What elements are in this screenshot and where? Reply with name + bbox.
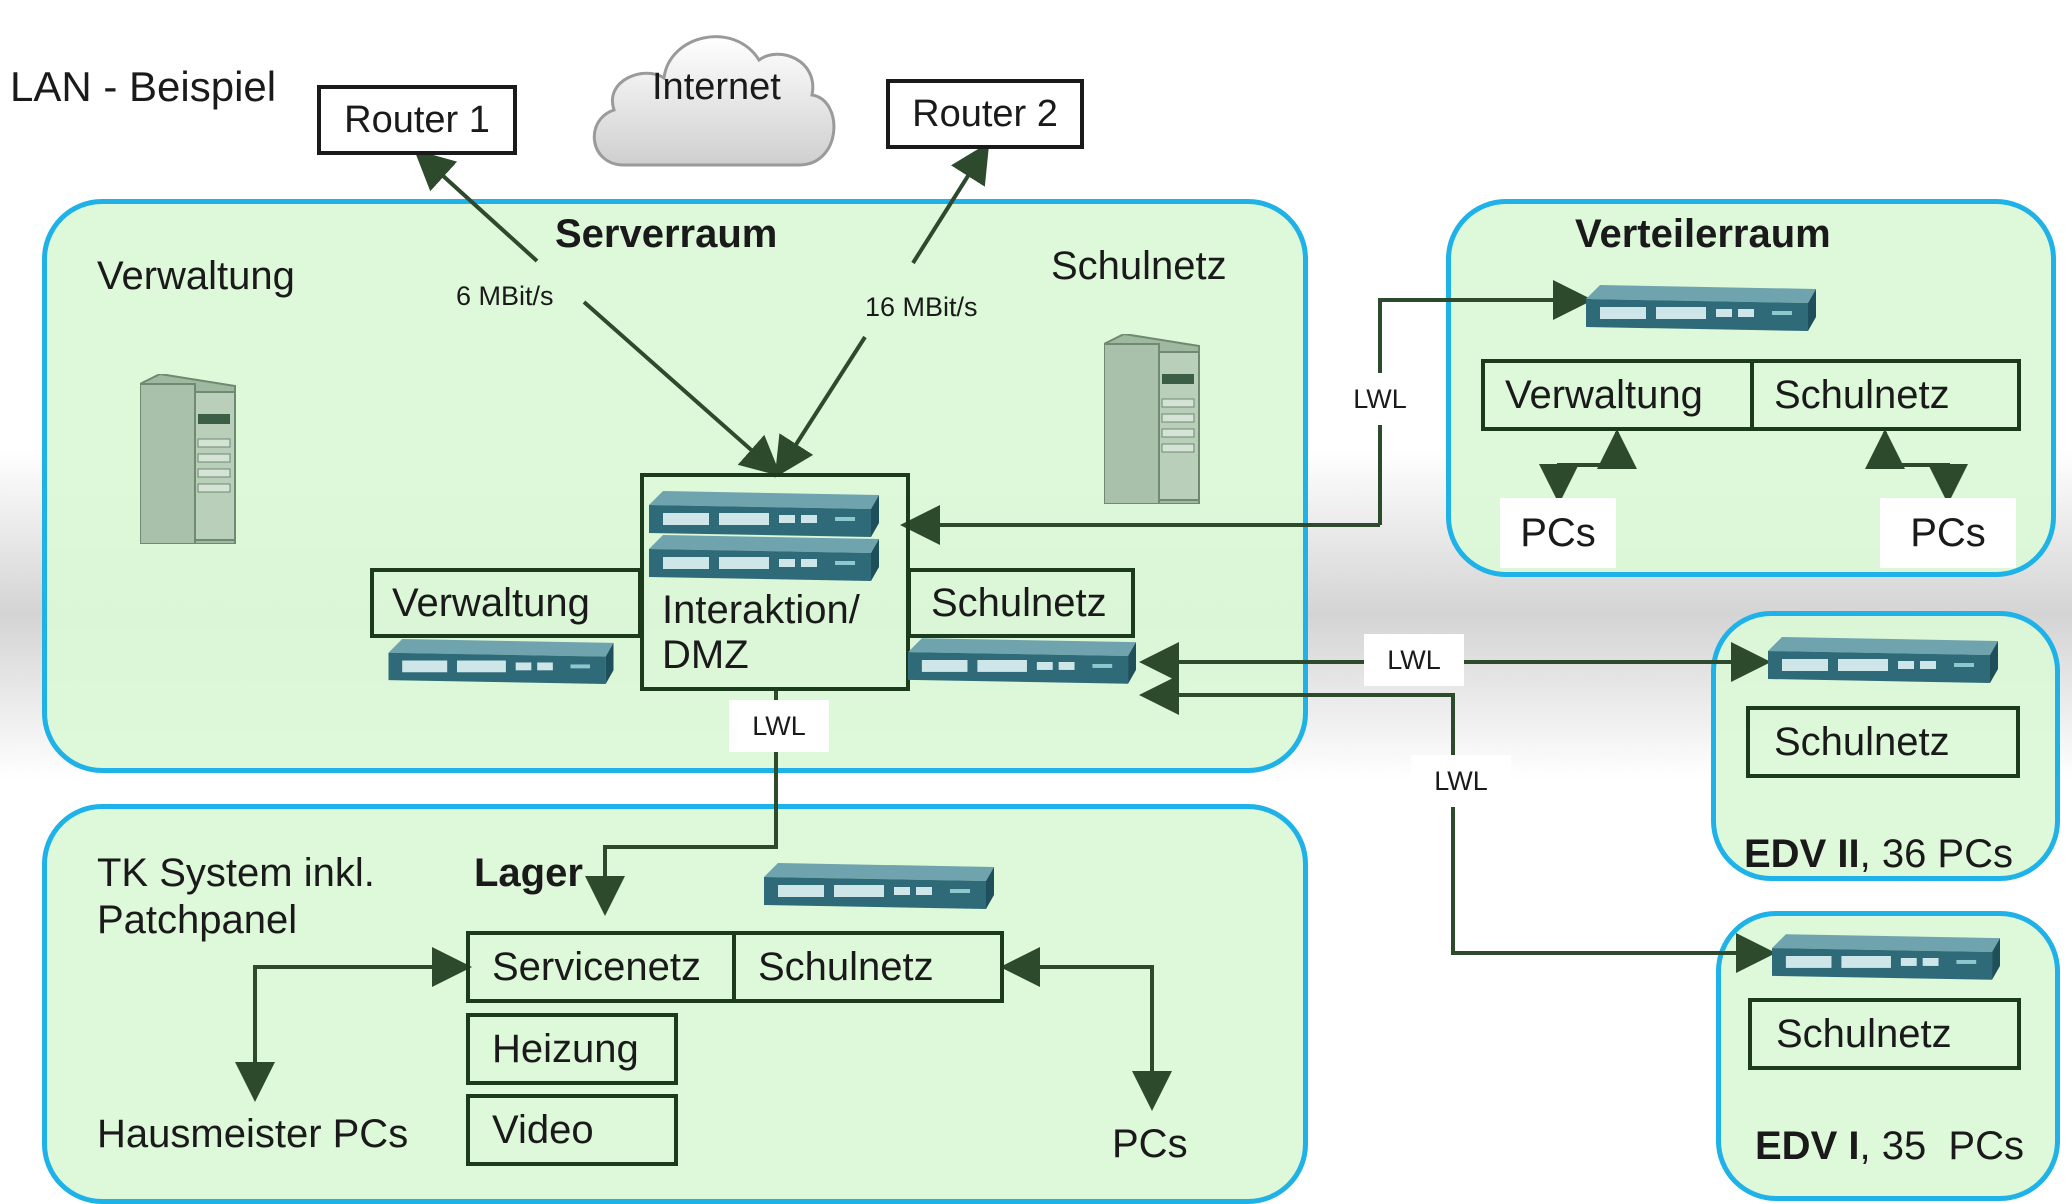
- heizung-box: Heizung: [466, 1013, 678, 1085]
- core-label-line2: DMZ: [662, 633, 749, 677]
- router1-speed: 6 MBit/s: [456, 281, 554, 311]
- network-switch-icon: [1586, 285, 1816, 331]
- edv2-name: EDV II: [1744, 832, 1860, 876]
- fiber-label-lager: LWL: [729, 700, 829, 752]
- edv1-caption: EDV I, 35 PCs: [1755, 1126, 2024, 1166]
- router-2-box: Router 2: [886, 79, 1084, 149]
- verteilerraum-title: Verteilerraum: [1575, 212, 1831, 256]
- lager-fiber-link: [585, 690, 778, 916]
- server-tower-icon: [1104, 334, 1200, 504]
- lager-title: Lager: [474, 851, 583, 895]
- server-tower-icon: [140, 374, 236, 544]
- tk-system-line1: TK System inkl.: [97, 851, 375, 895]
- router2-link-b: [774, 335, 867, 478]
- network-switch-icon: [764, 863, 994, 909]
- router2-link-a: [911, 142, 990, 265]
- router-1-box: Router 1: [317, 85, 517, 155]
- lager-vlan-servicenetz: Servicenetz: [466, 931, 736, 1003]
- network-switch-icon: [388, 639, 614, 684]
- network-switch-icon: [908, 638, 1136, 684]
- page-heading: LAN - Beispiel: [10, 63, 277, 110]
- network-switch-icon: [649, 535, 879, 581]
- vlan-verwaltung-box: Verwaltung: [370, 568, 642, 638]
- fiber-label-edv2: LWL: [1364, 634, 1464, 686]
- router2-speed: 16 MBit/s: [865, 292, 978, 322]
- network-switch-icon: [1768, 637, 1998, 683]
- hausmeister-link: [253, 947, 472, 1092]
- hausmeister-pcs-label: Hausmeister PCs: [97, 1112, 409, 1156]
- verteiler-pcs-right: PCs: [1880, 498, 2016, 568]
- serverraum-schulnetz-label: Schulnetz: [1051, 244, 1227, 288]
- edv1-vlan-schulnetz: Schulnetz: [1748, 998, 2021, 1070]
- lager-vlan-schulnetz: Schulnetz: [732, 931, 1004, 1003]
- fiber-label-verteiler: LWL: [1340, 373, 1420, 425]
- verteiler-pcs-left-link: [1539, 432, 1619, 504]
- router1-link-b: [582, 300, 781, 477]
- edv1-name: EDV I: [1755, 1124, 1860, 1168]
- tk-system-line2: Patchpanel: [97, 898, 298, 942]
- network-switch-icon: [649, 491, 879, 537]
- serverraum-verwaltung-label: Verwaltung: [97, 254, 295, 298]
- edv2-vlan-schulnetz: Schulnetz: [1746, 706, 2020, 778]
- router1-link-a: [414, 149, 539, 263]
- serverraum-title: Serverraum: [555, 212, 778, 256]
- verteiler-pcs-right-link: [1883, 432, 1968, 504]
- network-switch-icon: [1772, 934, 2000, 980]
- internet-label: Internet: [652, 66, 781, 108]
- verteiler-vlan-schulnetz: Schulnetz: [1750, 359, 2021, 431]
- verteiler-fiber-link: [1378, 280, 1593, 525]
- edv1-fiber-link: [1147, 693, 1776, 973]
- cloud-icon: [592, 35, 836, 167]
- edv2-caption: EDV II, 36 PCs: [1744, 834, 2013, 874]
- vlan-schulnetz-box: Schulnetz: [907, 568, 1135, 638]
- video-box: Video: [466, 1094, 678, 1166]
- verteiler-pcs-left: PCs: [1500, 498, 1616, 568]
- lager-pcs-link: [1006, 965, 1172, 1111]
- fiber-label-edv1: LWL: [1411, 755, 1511, 807]
- edv1-count: , 35 PCs: [1859, 1124, 2024, 1168]
- core-label-line1: Interaktion/: [662, 588, 860, 632]
- edv2-count: , 36 PCs: [1859, 832, 2013, 876]
- lager-pcs-label: PCs: [1112, 1122, 1188, 1166]
- verteiler-vlan-verwaltung: Verwaltung: [1481, 359, 1754, 431]
